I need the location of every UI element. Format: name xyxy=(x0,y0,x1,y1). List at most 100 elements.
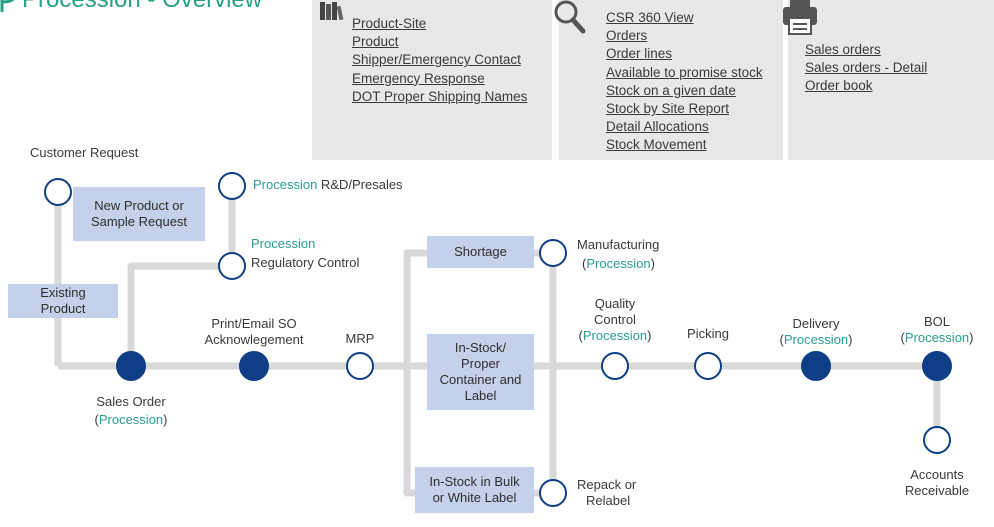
label-bol-brand: Procession xyxy=(904,330,970,345)
label-accounts-receivable: Accounts Receivable xyxy=(887,467,987,499)
box-in-stock-line2: Proper xyxy=(460,356,501,371)
link-sales-orders[interactable]: Sales orders xyxy=(805,42,881,57)
label-ar-line2: Receivable xyxy=(904,483,970,498)
link-csr-360-view[interactable]: CSR 360 View xyxy=(606,10,694,25)
link-orders[interactable]: Orders xyxy=(606,28,648,44)
node-mrp xyxy=(346,352,374,380)
label-rnd-brand: Procession xyxy=(253,177,318,192)
label-repack-line1: Repack or xyxy=(577,477,637,492)
link-stock-by-site[interactable]: Stock by Site Report xyxy=(606,101,730,117)
box-in-stock-line4: Label xyxy=(464,388,497,403)
node-picking xyxy=(694,352,722,380)
link-shipper-emergency-contact[interactable]: Shipper/Emergency Contact xyxy=(352,52,521,68)
link-order-book[interactable]: Order book xyxy=(805,78,873,94)
label-repack: Repack or Relabel xyxy=(577,477,636,509)
brand-logo-icon xyxy=(0,0,16,12)
label-delivery-sub: (Procession) xyxy=(779,332,853,347)
box-new-product-line2: Sample Request xyxy=(90,214,188,229)
product-links: Product-Site Product Shipper/Emergency C… xyxy=(352,15,527,106)
box-in-stock: In-Stock/ Proper Container and Label xyxy=(427,334,534,410)
node-manufacturing xyxy=(539,239,567,267)
link-detail-allocations[interactable]: Detail Allocations xyxy=(606,119,709,135)
node-bol xyxy=(922,351,952,381)
label-bol: BOL (Procession) xyxy=(887,314,987,346)
label-mrp: MRP xyxy=(345,331,375,346)
box-bulk-line2: or White Label xyxy=(432,490,517,505)
label-delivery-text: Delivery xyxy=(792,316,840,331)
inquiry-panel xyxy=(559,0,783,160)
reports-links: Sales orders Sales orders - Detail Order… xyxy=(805,41,927,96)
node-print-ack xyxy=(239,351,269,381)
label-print-ack-line1: Print/Email SO xyxy=(211,316,297,331)
magnifier-icon xyxy=(552,0,586,34)
link-product-site[interactable]: Product-Site xyxy=(352,16,427,31)
label-qc-line2: Control xyxy=(594,312,636,327)
box-new-product: New Product or Sample Request xyxy=(73,187,205,241)
label-quality-control: Quality Control (Procession) xyxy=(560,296,670,344)
reports-panel xyxy=(788,0,994,160)
box-existing-product-line2: Product xyxy=(40,301,86,316)
box-in-stock-line3: Container and xyxy=(439,372,522,387)
product-panel xyxy=(312,0,552,160)
box-bulk: In-Stock in Bulk or White Label xyxy=(415,467,534,513)
inquiry-links: CSR 360 View Orders Order lines Availabl… xyxy=(606,9,763,155)
label-sales-order-text: Sales Order xyxy=(96,394,166,409)
connector-regulatory xyxy=(127,262,232,366)
link-order-lines[interactable]: Order lines xyxy=(606,46,673,62)
label-qc-sub: (Procession) xyxy=(578,328,652,343)
link-dot-shipping-names[interactable]: DOT Proper Shipping Names xyxy=(352,88,528,104)
label-manufacturing: Manufacturing (Procession) xyxy=(577,237,659,272)
box-existing-product-line1: Existing xyxy=(40,285,86,300)
node-repack xyxy=(539,479,567,507)
label-qc-line1: Quality xyxy=(594,296,636,311)
box-in-stock-line1: In-Stock/ xyxy=(454,340,507,355)
label-delivery: Delivery (Procession) xyxy=(766,316,866,348)
box-new-product-line1: New Product or xyxy=(94,198,184,213)
link-product[interactable]: Product xyxy=(352,34,399,50)
label-regulatory: Procession Regulatory Control xyxy=(251,236,359,271)
node-accounts-receivable xyxy=(923,426,951,454)
books-icon xyxy=(318,0,344,22)
label-print-ack-line2: Acknowlegement xyxy=(204,332,304,347)
link-stock-movement[interactable]: Stock Movement xyxy=(606,137,707,153)
label-delivery-brand: Procession xyxy=(783,332,849,347)
label-ar-line1: Accounts xyxy=(910,467,964,482)
label-sales-order-sub: (Procession) xyxy=(94,412,168,427)
label-sales-order: Sales Order (Procession) xyxy=(81,394,181,428)
node-rnd xyxy=(218,172,246,200)
nodes xyxy=(44,172,952,507)
label-manufacturing-text: Manufacturing xyxy=(577,237,660,252)
box-shortage: Shortage xyxy=(427,236,534,268)
title-rest: - Overview xyxy=(141,0,262,13)
label-print-ack: Print/Email SO Acknowlegement xyxy=(189,316,319,348)
node-regulatory xyxy=(218,252,246,280)
link-emergency-response[interactable]: Emergency Response xyxy=(352,70,485,86)
page-title: Procession - Overview xyxy=(22,0,262,14)
node-sales-order xyxy=(116,351,146,381)
label-customer-request: Customer Request xyxy=(30,145,139,160)
box-existing-product: Existing Product xyxy=(8,284,118,318)
label-bol-text: BOL xyxy=(923,314,950,329)
link-sales-orders-detail[interactable]: Sales orders - Detail xyxy=(805,60,928,76)
label-manufacturing-sub: (Procession) xyxy=(582,256,655,271)
link-stock-on-date[interactable]: Stock on a given date xyxy=(606,82,736,98)
label-bol-sub: (Procession) xyxy=(900,330,974,345)
node-quality-control xyxy=(601,352,629,380)
label-picking: Picking xyxy=(687,326,729,341)
label-sales-order-brand: Procession xyxy=(98,412,164,427)
label-qc-brand: Procession xyxy=(582,328,648,343)
title-brand: Procession xyxy=(22,0,141,13)
box-bulk-line1: In-Stock in Bulk xyxy=(429,474,520,489)
label-regulatory-rest: Regulatory Control xyxy=(251,255,360,270)
link-available-to-promise[interactable]: Available to promise stock xyxy=(606,64,763,80)
box-shortage-label: Shortage xyxy=(454,244,507,259)
printer-icon xyxy=(780,0,817,35)
node-customer-request xyxy=(44,178,72,206)
label-rnd: Procession R&D/Presales xyxy=(253,177,403,193)
label-rnd-rest: R&D/Presales xyxy=(317,177,403,192)
label-manufacturing-brand: Procession xyxy=(586,256,651,271)
label-regulatory-brand: Procession xyxy=(251,236,316,251)
label-repack-line2: Relabel xyxy=(586,493,631,508)
node-delivery xyxy=(801,351,831,381)
